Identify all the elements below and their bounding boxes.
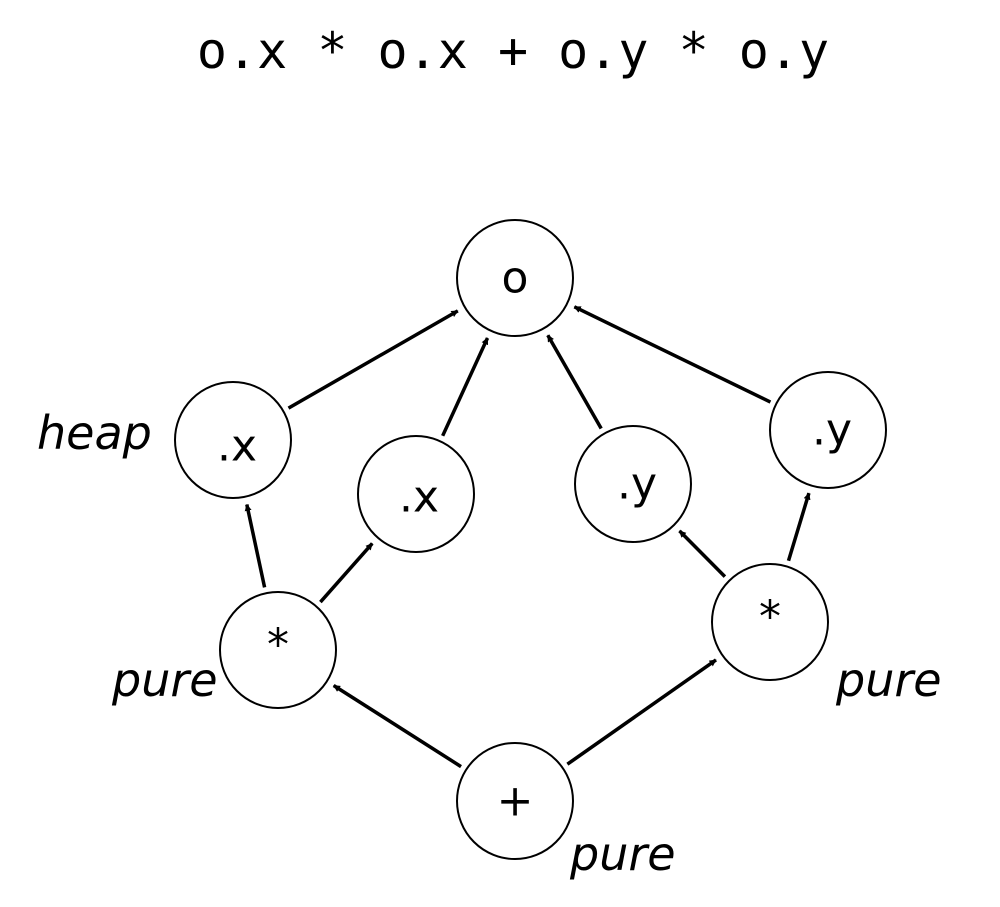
annotation-pure-left: pure: [111, 653, 218, 707]
node-x1: .x: [174, 381, 292, 499]
expression-title: o.x * o.x + o.y * o.y: [197, 22, 829, 80]
node-x1-circle: [174, 381, 292, 499]
node-plus-circle: [456, 742, 574, 860]
edge-y1-to-o: [546, 334, 603, 430]
edge-mul-right-to-y2: [786, 492, 811, 562]
node-mul-left-label: *: [267, 620, 289, 671]
node-y2-circle: [769, 371, 887, 489]
node-y1-label: .y: [617, 459, 657, 510]
edge-y2-to-o: [573, 305, 772, 404]
node-x1-label: .x: [217, 421, 257, 472]
node-y2-label: .y: [812, 405, 852, 456]
node-x2-label: .x: [399, 472, 439, 523]
edge-x1-to-o: [287, 309, 459, 410]
node-mul-right: *: [711, 563, 829, 681]
edges-layer: [244, 305, 811, 769]
node-y1-circle: [574, 425, 692, 543]
edge-mul-left-to-x1: [244, 503, 267, 588]
node-mul-right-circle: [711, 563, 829, 681]
node-o: o: [456, 219, 574, 337]
edge-x2-to-o: [441, 337, 490, 437]
node-mul-right-label: *: [759, 592, 781, 643]
node-y2: .y: [769, 371, 887, 489]
node-mul-left-circle: [219, 591, 337, 709]
edge-mul-left-to-x2: [319, 542, 374, 604]
node-plus-label: +: [497, 776, 534, 827]
edge-plus-to-mul-left: [332, 683, 462, 769]
node-mul-left: *: [219, 591, 337, 709]
node-plus: +: [456, 742, 574, 860]
node-o-circle: [456, 219, 574, 337]
node-x2: .x: [357, 435, 475, 553]
annotation-pure-right: pure: [835, 653, 942, 707]
edge-mul-right-to-y1: [678, 529, 727, 578]
node-y1: .y: [574, 425, 692, 543]
annotation-pure-bottom: pure: [569, 827, 676, 881]
edge-plus-to-mul-right: [566, 658, 717, 766]
annotation-heap: heap: [37, 406, 152, 460]
node-x2-circle: [357, 435, 475, 553]
node-o-label: o: [502, 253, 529, 304]
